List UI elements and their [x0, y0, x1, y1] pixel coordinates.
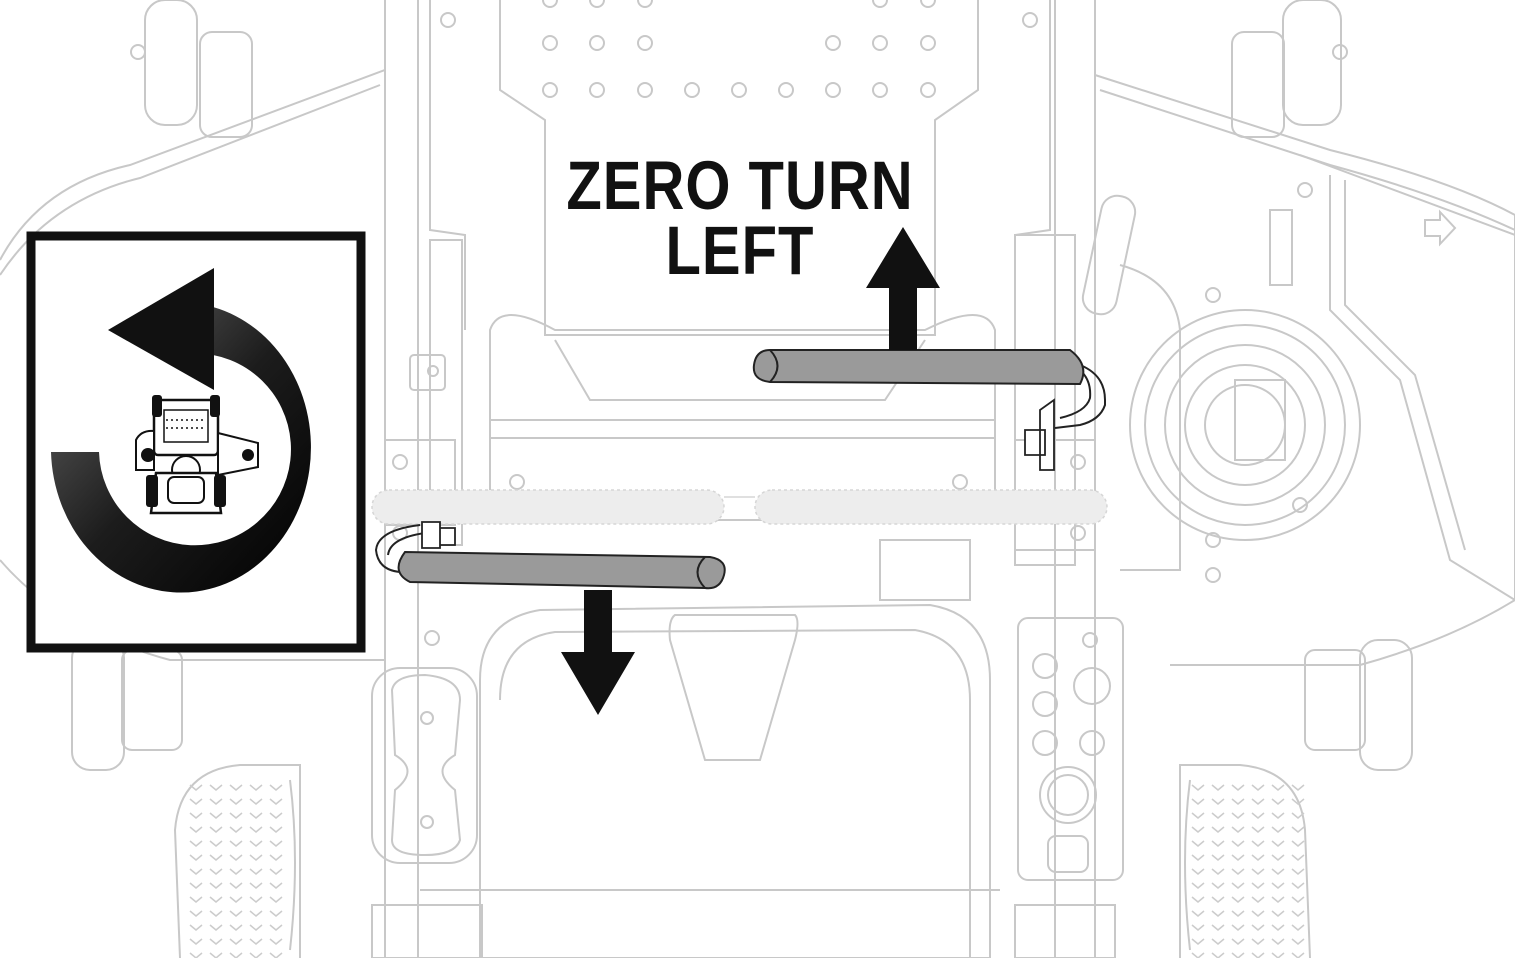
footwell-outline: [479, 603, 991, 959]
rear-tire-left: [173, 764, 301, 959]
rotation-icon-panel: [26, 231, 366, 653]
caster-wheel-top-left: [144, 0, 198, 126]
title-line-1: ZERO TURN: [566, 147, 914, 225]
control-panel: [1017, 617, 1124, 881]
arrow-down-icon: [561, 590, 635, 715]
caster-wheel-bottom-right: [1359, 639, 1413, 771]
seat-back-plate: [499, 0, 979, 336]
title-line-2: LEFT: [665, 212, 815, 290]
right-steering-lever: [752, 349, 1106, 471]
rear-tire-right: [1179, 764, 1311, 959]
left-steering-lever: [374, 521, 726, 590]
throttle-handle: [1081, 194, 1137, 316]
cup-holder: [371, 667, 478, 864]
right-deck-outline: [1094, 74, 1515, 666]
counterclockwise-rotation-arrow-icon: [51, 307, 311, 593]
levers-neutral-position: [371, 489, 1108, 525]
frame-rivets: [130, 0, 1348, 648]
caster-wheel-top-right: [1282, 0, 1342, 126]
tire-tread-pattern: [189, 784, 1305, 959]
arrow-up-icon: [866, 227, 940, 350]
caster-wheel-bottom-left: [71, 639, 125, 771]
seat-outline: [489, 314, 996, 521]
engine-pulley: [1129, 309, 1361, 541]
mower-top-view-icon: [135, 395, 259, 515]
foot-pedal-outline: [668, 614, 799, 761]
